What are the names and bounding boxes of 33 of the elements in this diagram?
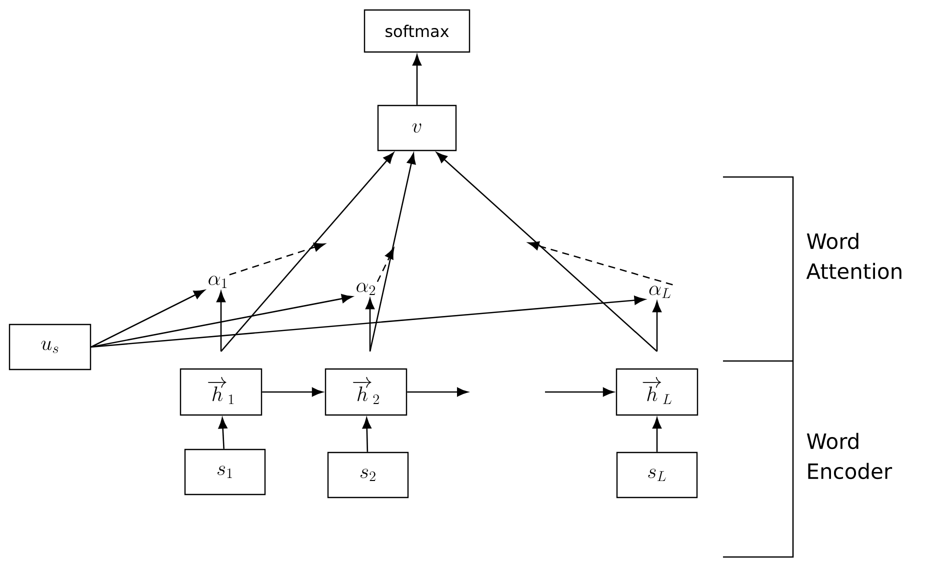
- section-label: Word Encoder: [806, 432, 892, 480]
- vector-box: $\overrightarrow{h}_L$: [616, 368, 698, 416]
- vector-box: $s_L$: [616, 452, 698, 498]
- arrow: [90, 294, 353, 348]
- arrow: [218, 418, 228, 449]
- arrow: [216, 291, 226, 352]
- attention-weight: $\alpha_L$: [649, 286, 670, 298]
- vector-box: $v$: [377, 104, 457, 152]
- attention-weight: $\alpha_1$: [208, 276, 227, 288]
- arrow: [412, 54, 422, 105]
- arrow: [436, 152, 658, 352]
- arrow: [91, 296, 646, 348]
- dashed-arrow: [528, 241, 673, 286]
- arrow: [366, 298, 374, 352]
- dashed-arrow: [376, 248, 394, 282]
- attention-weight: $\alpha_2$: [356, 282, 376, 296]
- arrow: [369, 153, 416, 352]
- vector-box: $u_s$: [8, 324, 92, 370]
- dashed-arrow: [229, 242, 325, 276]
- section-label: Word Attention: [806, 232, 902, 280]
- arrow: [362, 418, 372, 452]
- vector-box: $\overrightarrow{h}_1$: [180, 368, 262, 416]
- vector-box: $s_2$: [327, 452, 409, 498]
- arrow: [262, 388, 323, 396]
- vector-box: $\overrightarrow{h}_2$: [324, 368, 408, 416]
- arrow: [407, 388, 468, 396]
- arrow: [652, 418, 662, 452]
- arrow: [652, 301, 662, 352]
- vector-box: $s_1$: [184, 448, 266, 496]
- arrow: [90, 290, 205, 348]
- arrow: [545, 388, 614, 396]
- arrow: [220, 152, 394, 352]
- output-box: softmax: [364, 9, 470, 53]
